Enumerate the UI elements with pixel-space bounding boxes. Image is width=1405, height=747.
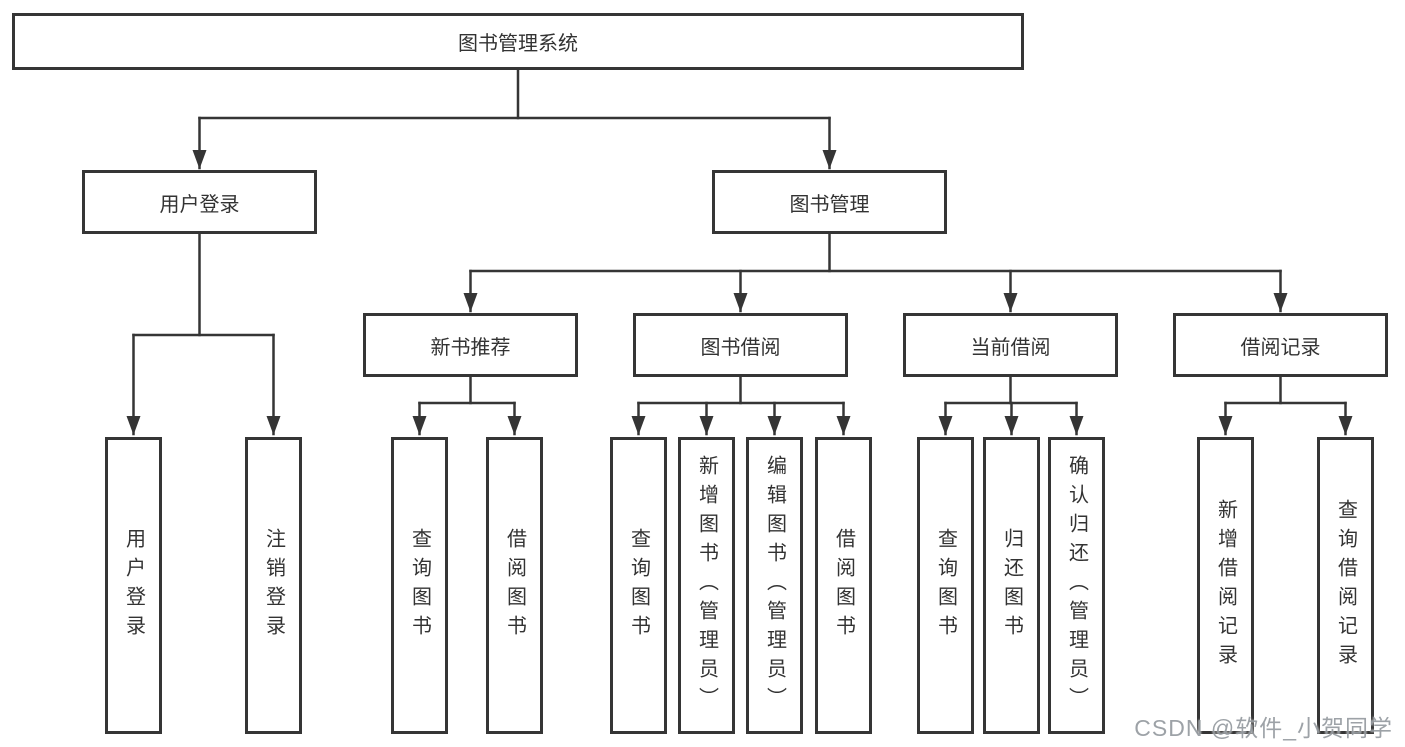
leaf-query-books-borrow: 查询图书 bbox=[610, 437, 667, 734]
leaf-user-login-label: 用户登录 bbox=[122, 527, 145, 644]
leaf-add-borrow-record: 新增借阅记录 bbox=[1197, 437, 1254, 734]
node-new-book-recommend: 新书推荐 bbox=[363, 313, 578, 377]
leaf-query-books-current: 查询图书 bbox=[917, 437, 974, 734]
leaf-borrow-books-label: 借阅图书 bbox=[832, 527, 855, 644]
node-current-borrow: 当前借阅 bbox=[903, 313, 1118, 377]
leaf-add-books-admin-label: 新增图书（管理员） bbox=[695, 455, 718, 716]
leaf-logout-label: 注销登录 bbox=[262, 527, 285, 644]
node-book-borrow: 图书借阅 bbox=[633, 313, 848, 377]
leaf-query-borrow-record: 查询借阅记录 bbox=[1317, 437, 1374, 734]
node-system-root: 图书管理系统 bbox=[12, 13, 1024, 70]
leaf-query-borrow-record-label: 查询借阅记录 bbox=[1334, 498, 1357, 673]
leaf-borrow-books-recommend: 借阅图书 bbox=[486, 437, 543, 734]
node-user-login-module: 用户登录 bbox=[82, 170, 317, 234]
leaf-query-books-current-label: 查询图书 bbox=[934, 527, 957, 644]
node-book-management-module: 图书管理 bbox=[712, 170, 947, 234]
node-borrow-records: 借阅记录 bbox=[1173, 313, 1388, 377]
leaf-query-books-recommend-label: 查询图书 bbox=[408, 527, 431, 644]
leaf-add-books-admin: 新增图书（管理员） bbox=[678, 437, 735, 734]
leaf-confirm-return-admin: 确认归还（管理员） bbox=[1048, 437, 1105, 734]
leaf-add-borrow-record-label: 新增借阅记录 bbox=[1214, 498, 1237, 673]
leaf-borrow-books-recommend-label: 借阅图书 bbox=[503, 527, 526, 644]
leaf-edit-books-admin: 编辑图书（管理员） bbox=[746, 437, 803, 734]
leaf-edit-books-admin-label: 编辑图书（管理员） bbox=[763, 455, 786, 716]
leaf-return-books: 归还图书 bbox=[983, 437, 1040, 734]
leaf-borrow-books: 借阅图书 bbox=[815, 437, 872, 734]
leaf-confirm-return-admin-label: 确认归还（管理员） bbox=[1065, 455, 1088, 716]
leaf-query-books-recommend: 查询图书 bbox=[391, 437, 448, 734]
leaf-logout: 注销登录 bbox=[245, 437, 302, 734]
leaf-return-books-label: 归还图书 bbox=[1000, 527, 1023, 644]
leaf-user-login: 用户登录 bbox=[105, 437, 162, 734]
leaf-query-books-borrow-label: 查询图书 bbox=[627, 527, 650, 644]
